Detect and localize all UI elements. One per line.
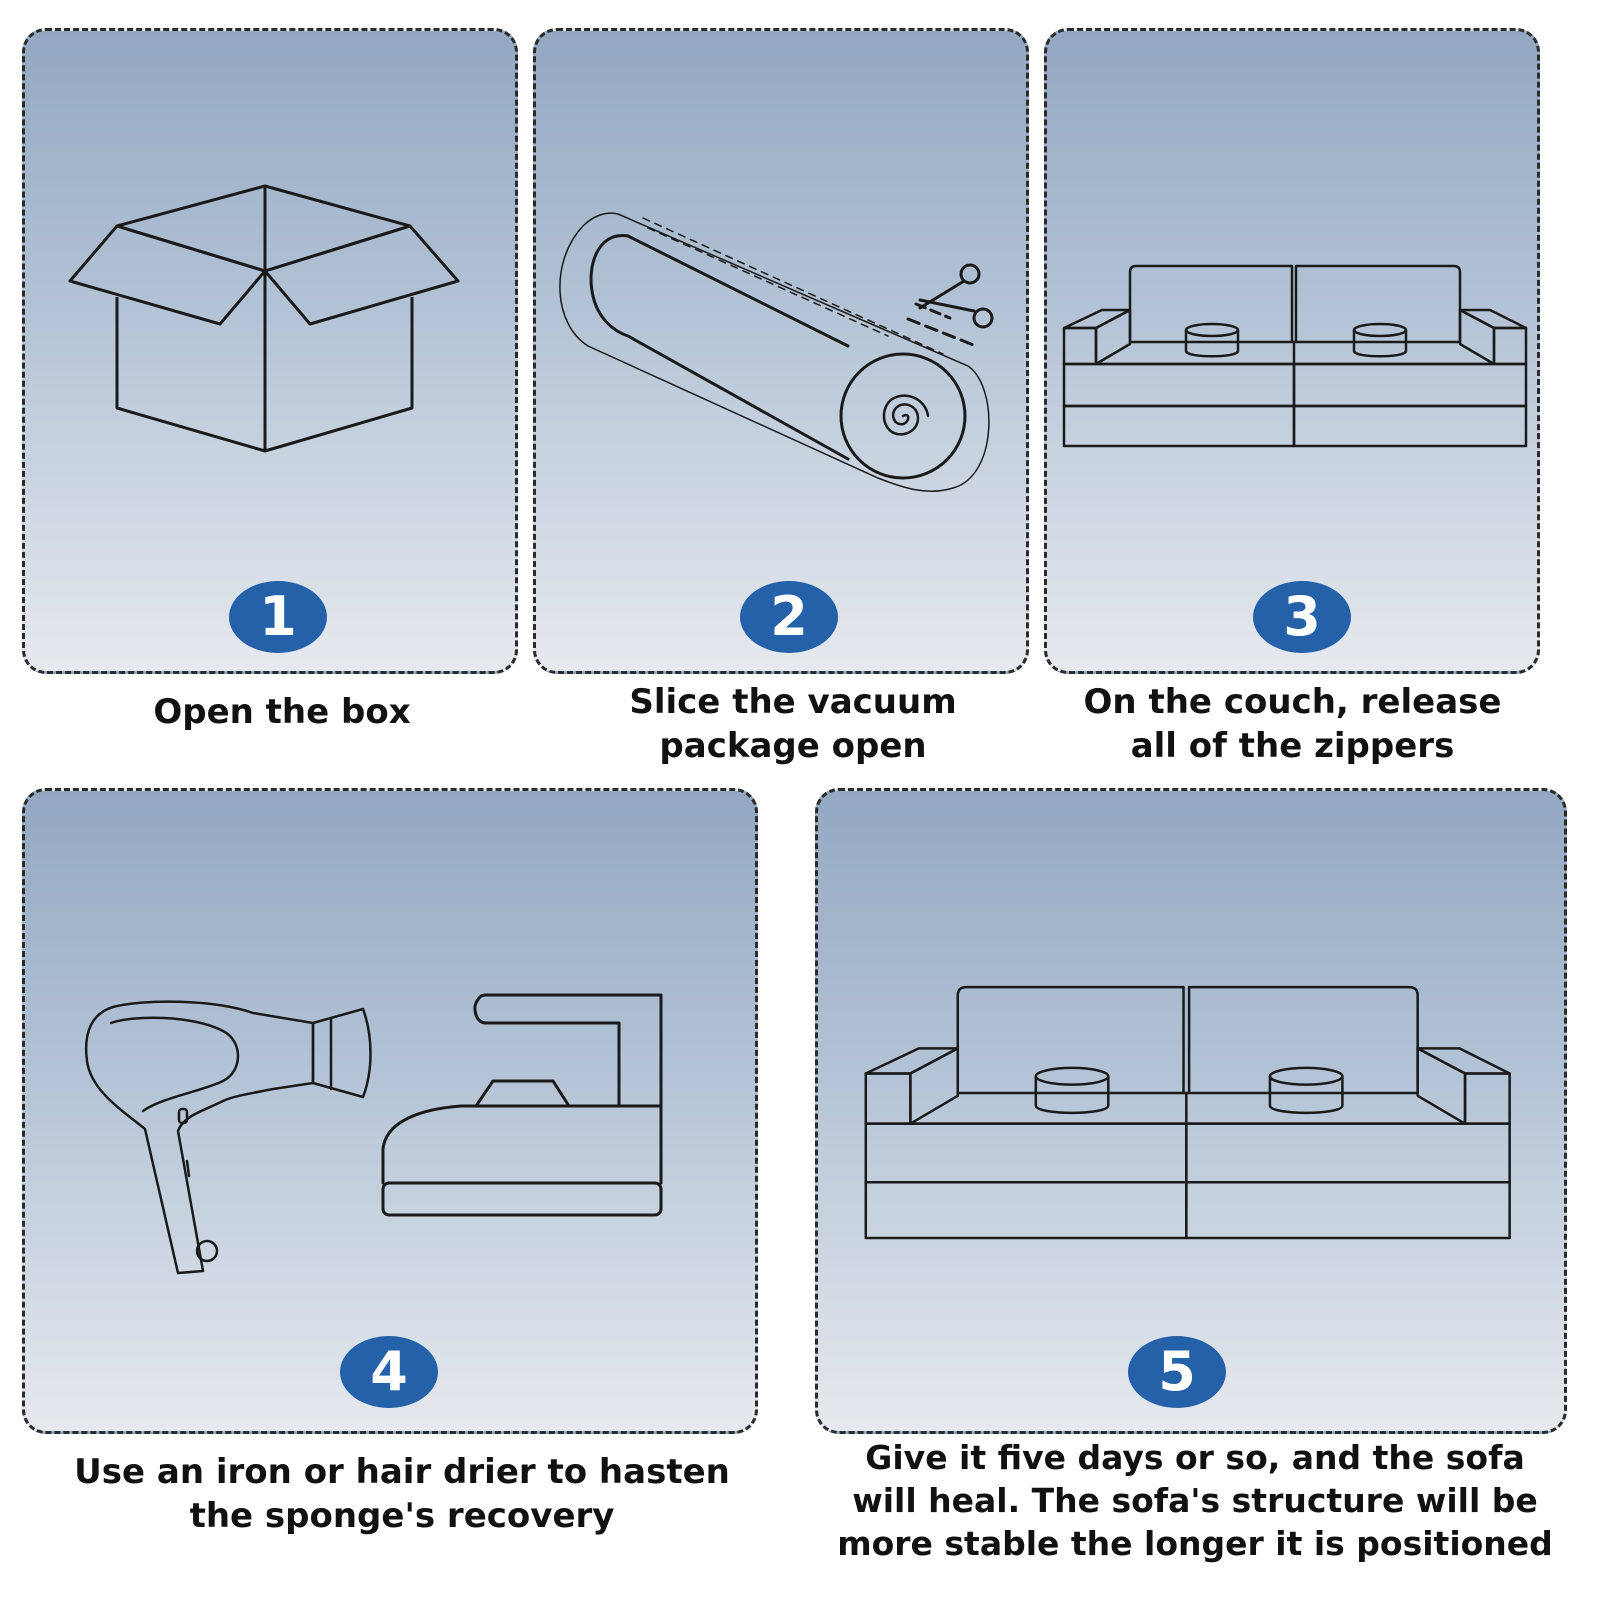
step-badge: 1 — [229, 581, 327, 653]
rolled-sofa-scissors-icon — [558, 206, 998, 496]
iron-icon — [381, 991, 666, 1221]
step-badge: 4 — [340, 1336, 438, 1408]
step-5-panel: 5 — [815, 788, 1567, 1434]
step-2-panel: 2 — [533, 28, 1029, 674]
hair-dryer-icon — [83, 1001, 373, 1281]
step-badge: 3 — [1253, 581, 1351, 653]
step-1-panel: 1 — [22, 28, 518, 674]
sofa-icon — [863, 986, 1518, 1246]
step-4-panel: 4 — [22, 788, 758, 1434]
step-badge: 5 — [1128, 1336, 1226, 1408]
step-badge: 2 — [740, 581, 838, 653]
couch-zippers-icon — [1062, 266, 1532, 451]
step-3-panel: 3 — [1044, 28, 1540, 674]
open-box-icon — [65, 186, 465, 461]
step-caption: Open the box — [153, 692, 411, 732]
